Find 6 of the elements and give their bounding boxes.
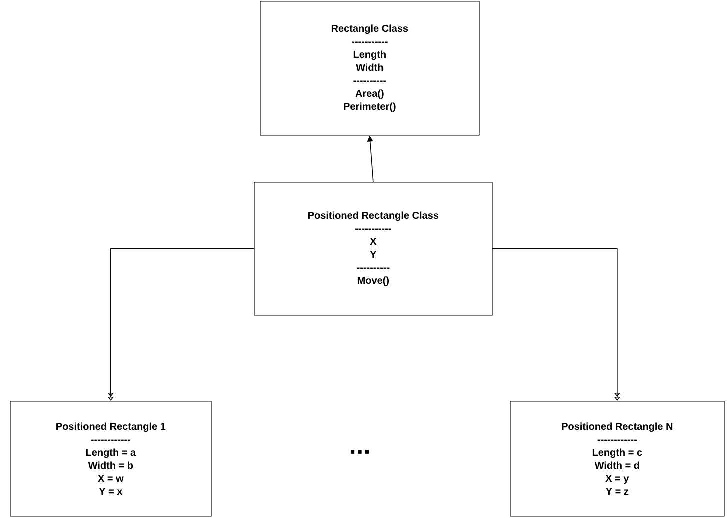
class-box: Rectangle Class ----------- Length Width ---------- Area() Perimeter() — [260, 0, 480, 136]
arrow — [492, 248, 620, 401]
ellipsis: ... — [350, 450, 370, 454]
class-box: Positioned Rectangle 1 ------------ Length = a Width = b X = w Y = x — [10, 400, 212, 517]
class-box: Positioned Rectangle Class ----------- X Y ---------- Move() — [254, 182, 493, 316]
class-box: Positioned Rectangle N ------------ Length = c Width = d X = y Y = z — [510, 400, 725, 517]
